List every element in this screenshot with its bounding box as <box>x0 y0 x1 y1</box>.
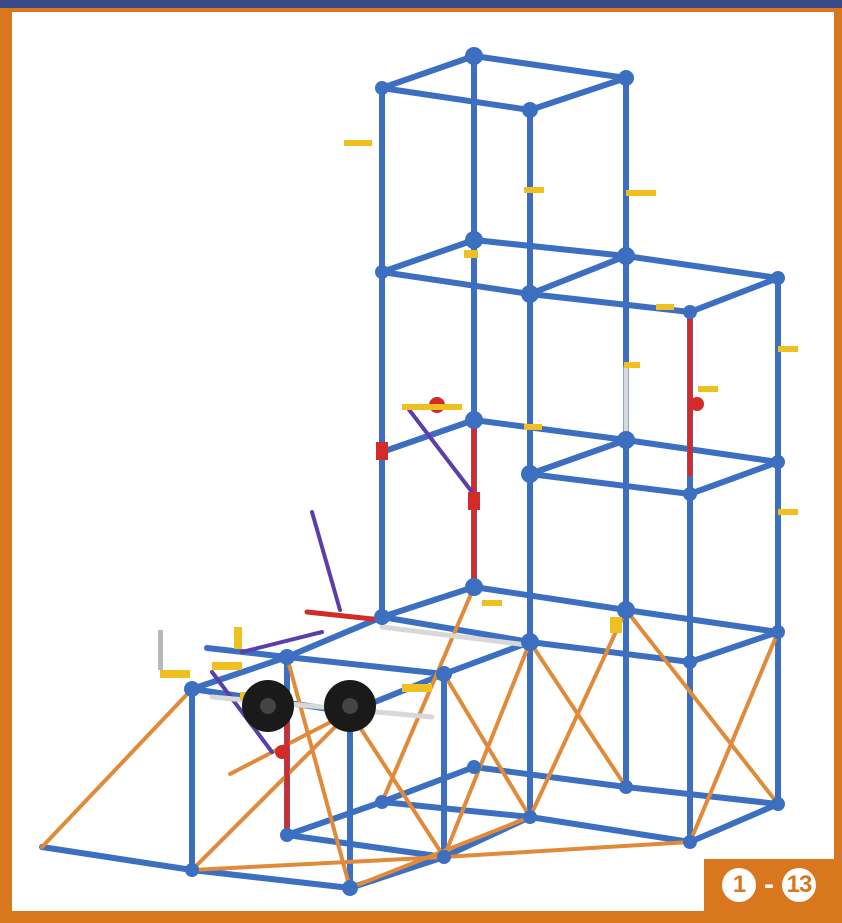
knex-model-illustration <box>39 47 798 896</box>
purple-rods <box>210 405 474 754</box>
step-from: 1 <box>722 868 756 902</box>
step-to: 13 <box>782 868 816 902</box>
blue-rods <box>39 53 781 891</box>
black-wheels <box>242 680 376 732</box>
connectors <box>158 47 798 896</box>
step-separator: - <box>764 868 774 901</box>
instruction-panel: 1 - 13 <box>12 12 834 911</box>
red-rods <box>284 309 693 835</box>
step-badge: 1 - 13 <box>704 859 834 911</box>
instruction-frame: 1 - 13 <box>0 8 842 923</box>
